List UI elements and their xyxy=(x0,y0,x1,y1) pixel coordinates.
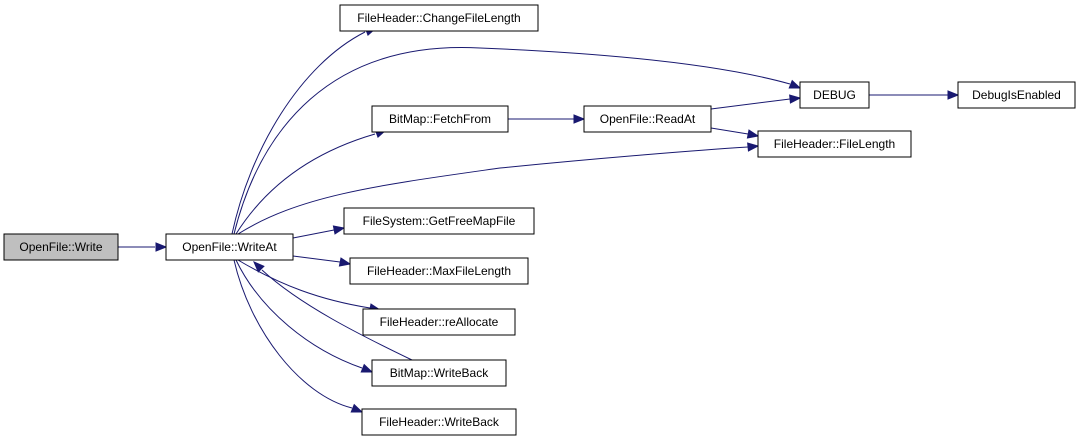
edge-writeat-to-filelength xyxy=(237,142,760,235)
edge-line xyxy=(292,255,341,263)
edge-readat-to-filelength xyxy=(710,127,760,139)
node-filesystem-getfreemapfile[interactable]: FileSystem::GetFreeMapFile xyxy=(343,207,535,235)
edge-line xyxy=(292,229,335,239)
node-label: FileHeader::ChangeFileLength xyxy=(357,11,520,25)
edge-fetchfrom-to-readat xyxy=(508,114,586,124)
arrowhead xyxy=(746,129,760,139)
arrowhead xyxy=(747,142,760,152)
arrowhead xyxy=(338,257,352,267)
node-bitmap-writeback[interactable]: BitMap::WriteBack xyxy=(371,359,507,387)
node-bitmap-fetchfrom[interactable]: BitMap::FetchFrom xyxy=(371,105,509,133)
edge-line xyxy=(235,259,363,369)
node-fileheader-reallocate[interactable]: FileHeader::reAllocate xyxy=(362,308,516,336)
arrowhead xyxy=(155,242,168,252)
edge-line xyxy=(710,98,791,110)
arrowhead xyxy=(360,363,374,373)
node-fileheader-changefilelength[interactable]: FileHeader::ChangeFileLength xyxy=(339,4,539,32)
node-fileheader-maxfilelength[interactable]: FileHeader::MaxFileLength xyxy=(349,257,529,285)
node-label: FileHeader::MaxFileLength xyxy=(367,264,511,278)
node-label: OpenFile::Write xyxy=(19,240,102,254)
edge-line xyxy=(231,31,366,235)
node-fileheader-filelength[interactable]: FileHeader::FileLength xyxy=(757,130,912,158)
node-label: FileHeader::FileLength xyxy=(774,137,895,151)
edge-writeat-to-getfreemap xyxy=(292,225,346,239)
edge-readat-to-debug xyxy=(710,94,802,110)
arrowhead xyxy=(947,90,960,100)
edge-line xyxy=(237,146,749,235)
node-label: OpenFile::ReadAt xyxy=(600,112,696,126)
node-label: BitMap::WriteBack xyxy=(390,366,489,380)
edge-write-to-writeat xyxy=(118,242,168,252)
arrowhead xyxy=(332,225,346,235)
node-label: FileHeader::reAllocate xyxy=(380,315,499,329)
edge-line xyxy=(710,127,749,135)
node-label: DebugIsEnabled xyxy=(972,88,1061,102)
edge-line xyxy=(233,259,353,409)
arrowhead xyxy=(789,94,802,104)
edge-writeat-to-debug xyxy=(233,47,802,235)
edge-writeat-to-changelen xyxy=(231,27,378,235)
edge-line xyxy=(237,259,371,309)
edge-writeat-to-maxlen xyxy=(292,255,352,267)
node-label: FileSystem::GetFreeMapFile xyxy=(363,214,516,228)
node-openfile-writeat[interactable]: OpenFile::WriteAt xyxy=(165,233,294,261)
edge-debug-to-dbgenabled xyxy=(869,90,960,100)
edge-line xyxy=(235,133,376,235)
edge-line xyxy=(261,269,413,361)
node-debugisenabled[interactable]: DebugIsEnabled xyxy=(957,81,1076,109)
edge-bmwriteback-to-writeat xyxy=(253,261,413,361)
node-openfile-readat[interactable]: OpenFile::ReadAt xyxy=(583,105,712,133)
node-label: DEBUG xyxy=(813,88,856,102)
node-label: OpenFile::WriteAt xyxy=(182,240,277,254)
arrowhead xyxy=(350,403,364,413)
arrowhead xyxy=(253,261,265,273)
node-fileheader-writeback[interactable]: FileHeader::WriteBack xyxy=(361,408,517,436)
node-openfile-write[interactable]: OpenFile::Write xyxy=(3,233,119,261)
edge-writeat-to-fhwriteback xyxy=(233,259,364,413)
arrowhead xyxy=(573,114,586,124)
edge-writeat-to-bmwriteback xyxy=(235,259,374,373)
edge-line xyxy=(233,47,791,235)
arrowhead xyxy=(788,79,802,89)
node-label: FileHeader::WriteBack xyxy=(379,415,500,429)
node-debug[interactable]: DEBUG xyxy=(799,81,870,109)
node-label: BitMap::FetchFrom xyxy=(389,112,491,126)
